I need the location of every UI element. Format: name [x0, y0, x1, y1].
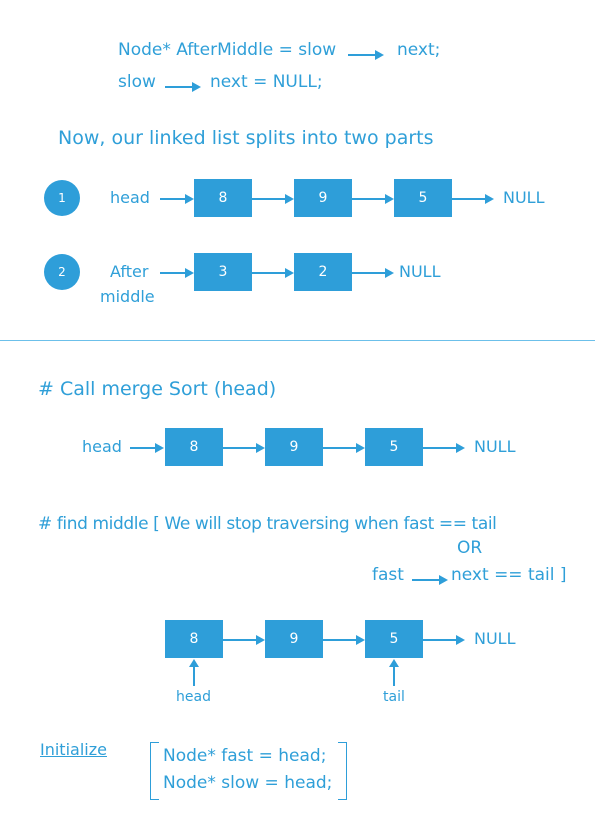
left-bracket	[150, 742, 159, 800]
list-badge: 2	[44, 254, 80, 290]
arrow-icon	[423, 635, 465, 645]
arrow-icon	[352, 194, 394, 204]
find-middle-line1: # find middle [ We will stop traversing …	[38, 514, 497, 534]
arrow-icon	[348, 50, 384, 60]
list-node: 2	[294, 253, 352, 291]
list-node: 9	[294, 179, 352, 217]
arrow-icon	[223, 635, 265, 645]
initialize-label: Initialize	[40, 740, 107, 759]
list-node: 8	[165, 620, 223, 658]
arrow-icon	[452, 194, 494, 204]
list2-null: NULL	[399, 262, 441, 281]
tail-pointer-label: tail	[383, 689, 405, 705]
arrow-icon	[160, 194, 194, 204]
section-divider	[0, 340, 595, 341]
list-node: 9	[265, 428, 323, 466]
list-node: 5	[365, 620, 423, 658]
call-heading: # Call merge Sort (head)	[38, 378, 277, 400]
arrow-icon	[423, 443, 465, 453]
list-node: 8	[194, 179, 252, 217]
arrow-icon	[252, 268, 294, 278]
code-afternext-left: Node* AfterMiddle = slow	[118, 40, 337, 60]
list1-null: NULL	[503, 188, 545, 207]
list-node: 9	[265, 620, 323, 658]
arrow-icon	[323, 443, 365, 453]
list-node: 5	[365, 428, 423, 466]
up-arrow-icon	[189, 659, 199, 686]
arrow-icon	[165, 82, 201, 92]
code-slow-left: slow	[118, 72, 156, 92]
list-badge: 1	[44, 180, 80, 216]
find-middle-or: OR	[457, 538, 483, 558]
arrow-icon	[352, 268, 394, 278]
list1-head-label: head	[110, 188, 150, 207]
arrow-icon	[323, 635, 365, 645]
arrow-icon	[130, 443, 164, 453]
list3-null: NULL	[474, 437, 516, 456]
list-node: 5	[394, 179, 452, 217]
find-middle-fast: fast	[372, 565, 404, 585]
list-node: 3	[194, 253, 252, 291]
arrow-icon	[252, 194, 294, 204]
list-node: 8	[165, 428, 223, 466]
right-bracket	[338, 742, 347, 800]
arrow-icon	[412, 575, 448, 585]
head-pointer-label: head	[176, 689, 211, 705]
code-slow-right: next = NULL;	[210, 72, 323, 92]
list2-label-line2: middle	[100, 287, 155, 306]
list4-null: NULL	[474, 629, 516, 648]
arrow-icon	[160, 268, 194, 278]
list2-label-line1: After	[110, 262, 149, 281]
code-afternext-right: next;	[397, 40, 441, 60]
find-middle-next: next == tail ]	[451, 565, 567, 585]
list3-head-label: head	[82, 437, 122, 456]
up-arrow-icon	[389, 659, 399, 686]
split-heading: Now, our linked list splits into two par…	[58, 127, 434, 149]
arrow-icon	[223, 443, 265, 453]
init-fast: Node* fast = head;	[163, 746, 327, 766]
init-slow: Node* slow = head;	[163, 773, 333, 793]
